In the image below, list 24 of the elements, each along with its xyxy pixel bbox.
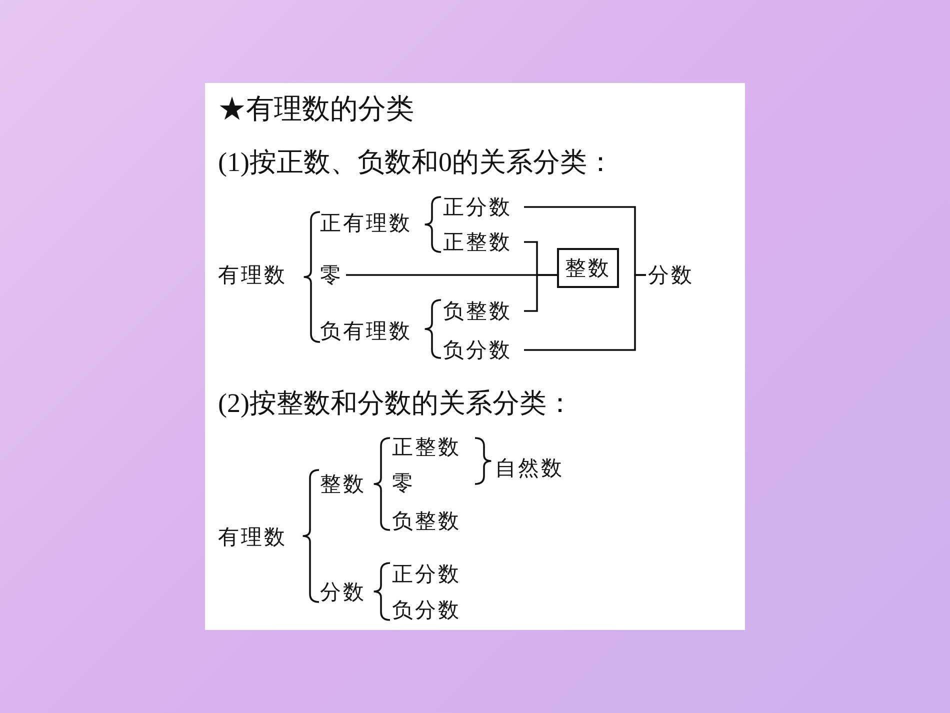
category-label: 负分数 <box>443 338 512 362</box>
category-label: 整数 <box>320 472 366 496</box>
category-label: 负分数 <box>392 598 461 622</box>
category-label: 有理数 <box>218 525 287 549</box>
subheading: (1)按正数、负数和0的关系分类： <box>218 146 614 179</box>
category-label: 负整数 <box>443 299 512 323</box>
category-label: 正整数 <box>392 435 461 459</box>
category-label: 有理数 <box>218 263 287 287</box>
category-label: 正有理数 <box>320 211 412 235</box>
section-title: ★有理数的分类 <box>218 93 414 127</box>
category-label: 正分数 <box>392 562 461 586</box>
category-label: 正分数 <box>443 195 512 219</box>
subheading: (2)按整数和分数的关系分类： <box>218 387 574 420</box>
connector-line <box>524 274 557 312</box>
connector-line <box>524 274 646 351</box>
category-label: 零 <box>320 263 343 287</box>
category-label: 自然数 <box>495 456 564 480</box>
category-label: 分数 <box>648 263 694 287</box>
category-label: 零 <box>392 471 415 495</box>
category-box: 整数 <box>557 248 619 288</box>
category-label: 正整数 <box>443 230 512 254</box>
category-label: 负整数 <box>392 509 461 533</box>
category-label: 负有理数 <box>320 319 412 343</box>
category-label: 分数 <box>320 580 366 604</box>
